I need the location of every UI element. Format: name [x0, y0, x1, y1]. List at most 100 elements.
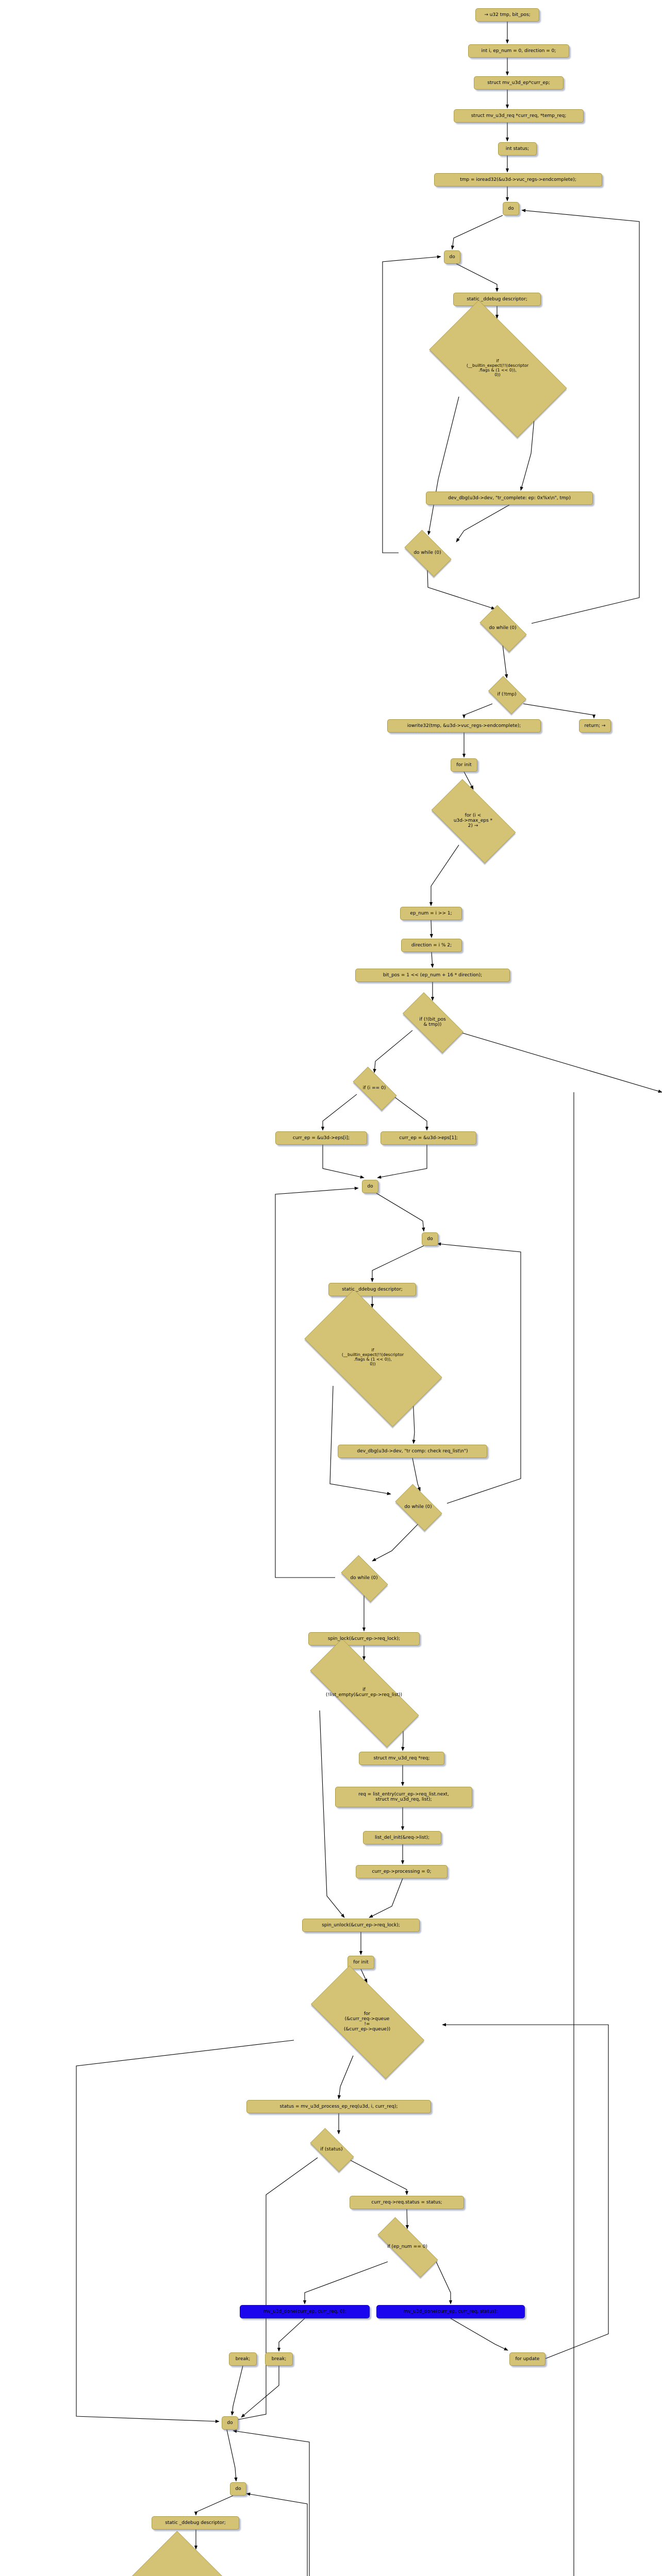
statement-node-n7[interactable]: do [503, 202, 519, 215]
statement-node-n21[interactable]: bit_pos = 1 << (ep_num + 16 * direction)… [355, 969, 510, 982]
node-label: req = list_entry(curr_ep->req_list.next,… [358, 1791, 449, 1802]
statement-node-n36[interactable]: req = list_entry(curr_ep->req_list.next,… [335, 1787, 472, 1807]
statement-node-n6[interactable]: tmp = ioread32(&u3d->vuc_regs->endcomple… [434, 173, 602, 187]
node-label: if (status) [320, 2146, 343, 2152]
decision-node-n10[interactable]: if (__builtin_expect(!!(descriptor .flag… [410, 300, 585, 438]
node-label: int i, ep_num = 0, direction = 0; [481, 48, 556, 54]
node-label: do [227, 2420, 233, 2426]
node-label: do [367, 1183, 373, 1189]
node-label: tmp = ioread32(&u3d->vuc_regs->endcomple… [460, 177, 576, 182]
node-label: if (i == 0) [362, 1085, 386, 1091]
node-label: if (!list_empty(&curr_ep->req_list)) [325, 1687, 403, 1698]
node-label: struct mv_u3d_ep*curr_ep; [487, 80, 550, 86]
statement-node-n8[interactable]: do [444, 250, 460, 264]
node-label: status = mv_u3d_process_ep_req(u3d, i, c… [279, 2104, 398, 2109]
statement-node-n3[interactable]: struct mv_u3d_ep*curr_ep; [474, 76, 564, 90]
node-label: list_del_init(&req->list); [374, 1835, 430, 1840]
node-label: if (__builtin_expect(!!(descriptor .flag… [341, 1348, 404, 1366]
node-label: do while (0) [404, 1504, 432, 1510]
statement-node-n16[interactable]: return; → [579, 719, 611, 733]
statement-node-n28[interactable]: static _ddebug descriptor; [328, 1283, 416, 1296]
decision-node-n13[interactable]: do while (0) [474, 605, 532, 652]
statement-node-n52[interactable]: do [230, 2482, 246, 2496]
decision-node-n34[interactable]: if (!list_empty(&curr_ep->req_list)) [288, 1638, 440, 1748]
decision-node-n22[interactable]: if (!(bit_pos & tmp)) [393, 992, 472, 1054]
decision-node-n41[interactable]: for (&curr_req->queue != (&curr_ep->queu… [293, 1965, 441, 2079]
node-label: direction = i % 2; [411, 942, 452, 948]
statement-node-n37[interactable]: list_del_init(&req->list); [363, 1831, 441, 1844]
statement-node-n48[interactable]: break; [229, 2352, 257, 2366]
statement-node-n30[interactable]: dev_dbg(u3d->dev, "tr comp: check req_li… [338, 1445, 487, 1458]
node-label: return; → [584, 723, 606, 728]
node-label: for init [456, 762, 472, 768]
node-label: static _ddebug descriptor; [467, 296, 527, 302]
statement-node-n33[interactable]: spin_lock(&curr_ep->req_lock); [308, 1632, 420, 1646]
node-label: for update [515, 2356, 540, 2362]
node-label: spin_unlock(&curr_ep->req_lock); [322, 1922, 400, 1928]
node-label: if (!tmp) [497, 691, 517, 697]
node-label: for (i < u3d->max_eps * 2) → [453, 812, 493, 829]
decision-node-n43[interactable]: if (status) [303, 2128, 360, 2172]
statement-node-n39[interactable]: spin_unlock(&curr_ep->req_lock); [302, 1919, 420, 1932]
statement-node-n46[interactable]: mv_u3d_done(curr_ep, curr_req, 0); [240, 2305, 370, 2318]
node-label: for (&curr_req->queue != (&curr_ep->queu… [343, 2011, 391, 2032]
statement-node-n19[interactable]: ep_num = i >> 1; [400, 907, 462, 920]
node-label: iowrite32(tmp, &u3d->vuc_regs->endcomple… [407, 723, 521, 728]
node-label: do [508, 206, 514, 211]
node-label: if (__builtin_expect(!!(descriptor .flag… [466, 359, 529, 377]
statement-node-n25[interactable]: curr_ep = &u3d->eps[1]; [380, 1131, 476, 1145]
statement-node-n1[interactable]: → u32 tmp, bit_pos; [475, 8, 539, 22]
statement-node-n27[interactable]: do [422, 1232, 438, 1246]
statement-node-n35[interactable]: struct mv_u3d_req *req; [359, 1752, 444, 1765]
decision-node-n45[interactable]: if (ep_num == 0) [365, 2217, 450, 2278]
decision-node-n32[interactable]: do while (0) [335, 1555, 393, 1602]
decision-node-n14[interactable]: if (!tmp) [484, 675, 529, 715]
node-label: ep_num = i >> 1; [410, 910, 452, 916]
statement-node-n15[interactable]: iowrite32(tmp, &u3d->vuc_regs->endcomple… [387, 719, 541, 733]
statement-node-n26[interactable]: do [362, 1180, 378, 1193]
node-label: if (ep_num == 0) [387, 2244, 427, 2249]
statement-node-n20[interactable]: direction = i % 2; [401, 939, 462, 952]
statement-node-n44[interactable]: curr_req->req.status = status; [350, 2196, 464, 2209]
node-label: static _ddebug descriptor; [342, 1286, 403, 1292]
decision-node-n12[interactable]: do while (0) [399, 530, 456, 577]
statement-node-n4[interactable]: struct mv_u3d_req *curr_req, *temp_req; [454, 109, 584, 123]
statement-node-n2[interactable]: int i, ep_num = 0, direction = 0; [468, 44, 569, 58]
statement-node-n17[interactable]: for init [451, 758, 477, 772]
statement-node-n11[interactable]: dev_dbg(u3d->dev, "tr_complete: ep: 0x%x… [426, 492, 593, 505]
statement-node-n51[interactable]: do [222, 2416, 238, 2430]
statement-node-n5[interactable]: int status; [498, 142, 537, 156]
decision-node-n29[interactable]: if (__builtin_expect(!!(descriptor .flag… [285, 1289, 460, 1427]
node-label: spin_lock(&curr_ep->req_lock); [327, 1636, 401, 1641]
statement-node-n42[interactable]: status = mv_u3d_process_ep_req(u3d, i, c… [246, 2100, 431, 2113]
decision-node-n54[interactable]: if (__builtin_expect(!!(descriptor .flag… [108, 2531, 284, 2576]
node-label: for init [353, 1959, 369, 1965]
node-label: do while (0) [489, 625, 517, 631]
node-label: do while (0) [350, 1575, 378, 1581]
node-label: curr_ep = &u3d->eps[i]; [292, 1135, 350, 1141]
node-label: struct mv_u3d_req *curr_req, *temp_req; [471, 113, 567, 118]
statement-node-n50[interactable]: for update [509, 2352, 545, 2366]
node-label: do [427, 1236, 433, 1242]
decision-node-n31[interactable]: do while (0) [389, 1484, 447, 1531]
node-label: dev_dbg(u3d->dev, "tr comp: check req_li… [357, 1448, 468, 1454]
statement-node-n40[interactable]: for init [347, 1956, 374, 1969]
statement-node-n49[interactable]: break; [265, 2352, 293, 2366]
statement-node-n24[interactable]: curr_ep = &u3d->eps[i]; [275, 1131, 367, 1145]
node-label: if (!(bit_pos & tmp)) [419, 1016, 446, 1027]
decision-node-n18[interactable]: for (i < u3d->max_eps * 2) → [420, 779, 526, 863]
node-label: dev_dbg(u3d->dev, "tr_complete: ep: 0x%x… [448, 495, 571, 501]
statement-node-n47[interactable]: mv_u3d_done(curr_ep, curr_req, status); [376, 2305, 525, 2318]
decision-node-n23[interactable]: if (i == 0) [346, 1066, 403, 1111]
node-label: → u32 tmp, bit_pos; [484, 12, 531, 18]
statement-node-n53[interactable]: static _ddebug descriptor; [152, 2516, 239, 2530]
node-label: do [235, 2486, 241, 2492]
node-label: bit_pos = 1 << (ep_num + 16 * direction)… [383, 972, 483, 978]
statement-node-n38[interactable]: curr_ep->processing = 0; [356, 1865, 448, 1878]
statement-node-n9[interactable]: static _ddebug descriptor; [453, 293, 541, 306]
node-label: break; [271, 2356, 287, 2362]
node-label: mv_u3d_done(curr_ep, curr_req, 0); [263, 2309, 346, 2314]
node-label: int status; [505, 146, 529, 151]
node-label: curr_ep = &u3d->eps[1]; [399, 1135, 458, 1141]
node-label: curr_req->req.status = status; [371, 2199, 442, 2205]
